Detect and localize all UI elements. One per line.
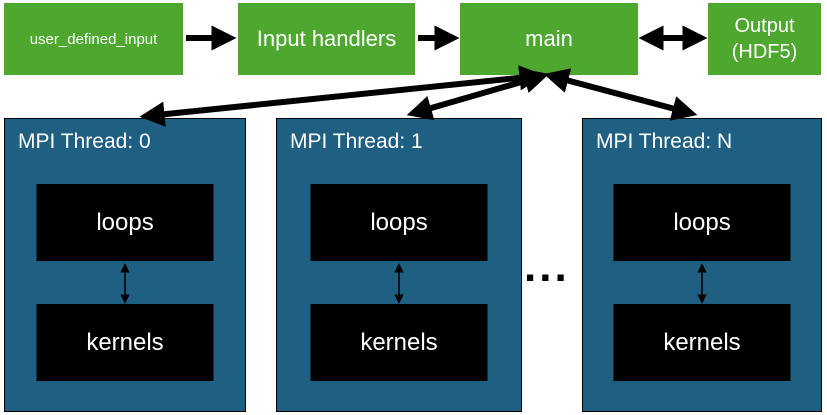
mpi-thread-n-loops-box: loops xyxy=(613,184,791,261)
mpi-thread-1-title: MPI Thread: 1 xyxy=(290,130,423,153)
mpi-thread-n-loops-label: loops xyxy=(673,208,731,236)
mpi-thread-1-loops-box: loops xyxy=(310,184,488,261)
mpi-thread-0-box: MPI Thread: 0 loops kernels xyxy=(4,118,246,412)
node-main: main xyxy=(460,3,638,75)
mpi-thread-0-kernels-label: kernels xyxy=(86,328,164,356)
arrow-main-threadN-bidirectional xyxy=(543,68,698,121)
mpi-thread-1-box: MPI Thread: 1 loops kernels xyxy=(276,118,522,412)
node-input-handlers-label: Input handlers xyxy=(256,26,397,51)
mpi-thread-n-title: MPI Thread: N xyxy=(596,130,733,153)
mpi-thread-1-kernels-label: kernels xyxy=(360,328,438,356)
mpi-thread-n-box: MPI Thread: N loops kernels xyxy=(582,118,822,412)
node-output-label-line2: (HDF5) xyxy=(731,41,798,63)
node-user-defined-input-label: user_defined_input xyxy=(29,30,158,48)
mpi-thread-n-kernels-box: kernels xyxy=(613,304,791,381)
mpi-thread-n-kernels-label: kernels xyxy=(663,328,741,356)
mpi-thread-0-loops-box: loops xyxy=(36,184,214,261)
mpi-thread-1-kernels-box: kernels xyxy=(310,304,488,381)
node-input-handlers: Input handlers xyxy=(238,3,415,75)
node-output-label-line1: Output xyxy=(734,15,795,37)
node-user-defined-input: user_defined_input xyxy=(4,3,183,75)
node-main-label: main xyxy=(525,26,573,51)
arrow-main-thread0-bidirectional xyxy=(139,65,545,127)
arrow-main-thread1-bidirectional xyxy=(406,68,550,121)
mpi-thread-0-title: MPI Thread: 0 xyxy=(18,130,151,153)
more-threads-ellipsis: ... xyxy=(524,242,570,291)
node-output-hdf5: Output (HDF5) xyxy=(708,3,821,75)
mpi-thread-0-loops-label: loops xyxy=(96,208,154,236)
mpi-thread-1-loops-label: loops xyxy=(370,208,428,236)
mpi-thread-0-kernels-box: kernels xyxy=(36,304,214,381)
